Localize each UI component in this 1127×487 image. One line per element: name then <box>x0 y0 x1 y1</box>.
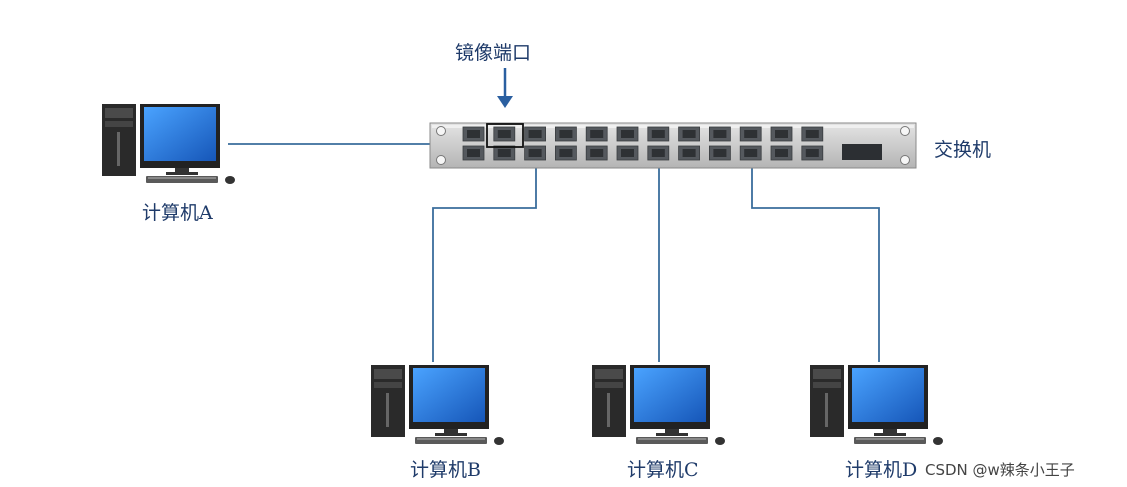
switch-label: 交换机 <box>934 139 992 161</box>
switch-port <box>493 145 516 161</box>
switch-port <box>585 145 608 161</box>
mirror-port-label: 镜像端口 <box>455 42 532 64</box>
rack-screw <box>436 126 446 136</box>
switch-port <box>678 145 701 161</box>
mirror-port-arrow <box>497 68 513 108</box>
computer-b <box>371 365 504 445</box>
switch-port <box>708 145 731 161</box>
computer-d <box>810 365 943 445</box>
computer-d-label: 计算机D <box>845 459 918 481</box>
link-computer-b <box>432 168 537 362</box>
switch-port <box>647 126 670 142</box>
switch-port <box>524 126 547 142</box>
switch-port <box>770 145 793 161</box>
computer-b-label: 计算机B <box>410 459 481 481</box>
switch-port <box>524 145 547 161</box>
switch-port <box>801 145 824 161</box>
rack-screw <box>900 155 910 165</box>
mirror-port-highlight <box>486 123 524 148</box>
computer-a-label: 计算机A <box>142 202 213 224</box>
switch-port <box>647 145 670 161</box>
switch-port <box>739 145 762 161</box>
link-computer-d <box>751 168 880 362</box>
switch-port <box>708 126 731 142</box>
rack-screw <box>900 126 910 136</box>
switch-port <box>739 126 762 142</box>
switch-port <box>678 126 701 142</box>
watermark: CSDN @w辣条小王子 <box>925 461 1075 479</box>
switch-port <box>462 126 485 142</box>
switch-port <box>616 145 639 161</box>
switch-port <box>554 145 577 161</box>
rack-screw <box>436 155 446 165</box>
computer-a <box>102 104 235 184</box>
computer-c-label: 计算机C <box>627 459 699 481</box>
switch-port <box>616 126 639 142</box>
switch-port <box>462 145 485 161</box>
switch-port <box>770 126 793 142</box>
switch-port <box>585 126 608 142</box>
switch-port <box>554 126 577 142</box>
computer-c <box>592 365 725 445</box>
switch-port <box>801 126 824 142</box>
network-switch <box>429 122 917 169</box>
switch-module-slot <box>842 144 882 160</box>
switch-port <box>493 126 516 142</box>
